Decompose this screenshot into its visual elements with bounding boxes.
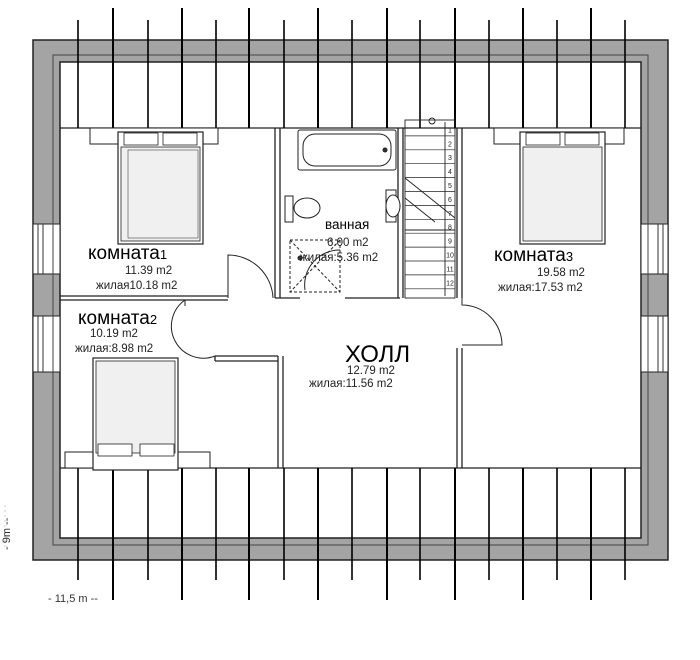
stair-step-number: 4 xyxy=(448,169,452,176)
room1-name: комната1 xyxy=(88,243,168,264)
shower-tray xyxy=(289,239,341,293)
bed-room1 xyxy=(89,127,219,245)
sink xyxy=(385,189,401,223)
room3-living-area: жилая:17.53 m2 xyxy=(498,282,583,294)
window-right-upper xyxy=(640,223,669,275)
stair-step-number: 5 xyxy=(448,183,452,190)
stair-lines xyxy=(405,135,455,290)
bed-room3 xyxy=(493,127,625,245)
inner-frame xyxy=(52,54,649,546)
doors xyxy=(170,254,503,359)
height-dimension: - 9m -- xyxy=(1,517,13,550)
room3-area: 19.58 m2 xyxy=(537,267,585,279)
stair-step-number: 6 xyxy=(448,197,452,204)
width-dimension: - 11,5 m -- xyxy=(48,593,98,605)
hall-area: 12.79 m2 xyxy=(347,365,395,377)
hall-living-area: жилая:11.56 m2 xyxy=(309,378,393,390)
room2-area: 10.19 m2 xyxy=(90,328,138,340)
hall-name: ХОЛЛ xyxy=(345,341,411,368)
room1-area: 11.39 m2 xyxy=(125,265,173,277)
window-right-lower xyxy=(640,315,669,373)
stair-step-number: 7 xyxy=(448,211,452,218)
stair-step-number: 10 xyxy=(446,253,454,260)
room2-living-area: жилая:8.98 m2 xyxy=(75,343,154,355)
bed-room2 xyxy=(64,357,211,471)
rafters-bottom xyxy=(112,468,592,600)
toilet xyxy=(284,195,321,223)
bathtub xyxy=(297,129,397,171)
window-left-upper xyxy=(32,223,61,275)
stair-step-number: 3 xyxy=(448,155,452,162)
room2-name: комната2 xyxy=(78,308,158,329)
stair-step-number: 8 xyxy=(448,225,452,232)
stair-step-number: 2 xyxy=(448,141,452,148)
stair-step-number: 11 xyxy=(446,266,453,273)
rafters-top xyxy=(112,8,592,128)
staircase xyxy=(404,117,456,299)
stair-step-number: 9 xyxy=(448,239,452,246)
bath-name: ванная xyxy=(325,217,370,232)
stair-step-number: 12 xyxy=(446,280,454,287)
window-left-lower xyxy=(32,315,61,373)
stair-step-number: 1 xyxy=(448,127,452,134)
room1-living-area: жилая10.18 m2 xyxy=(96,280,178,292)
bath-area: 6.00 m2 xyxy=(327,237,369,249)
bath-living-area: жилая:5.36 m2 xyxy=(300,252,379,264)
room3-name: комната3 xyxy=(494,245,574,266)
outer-wall xyxy=(32,39,669,561)
